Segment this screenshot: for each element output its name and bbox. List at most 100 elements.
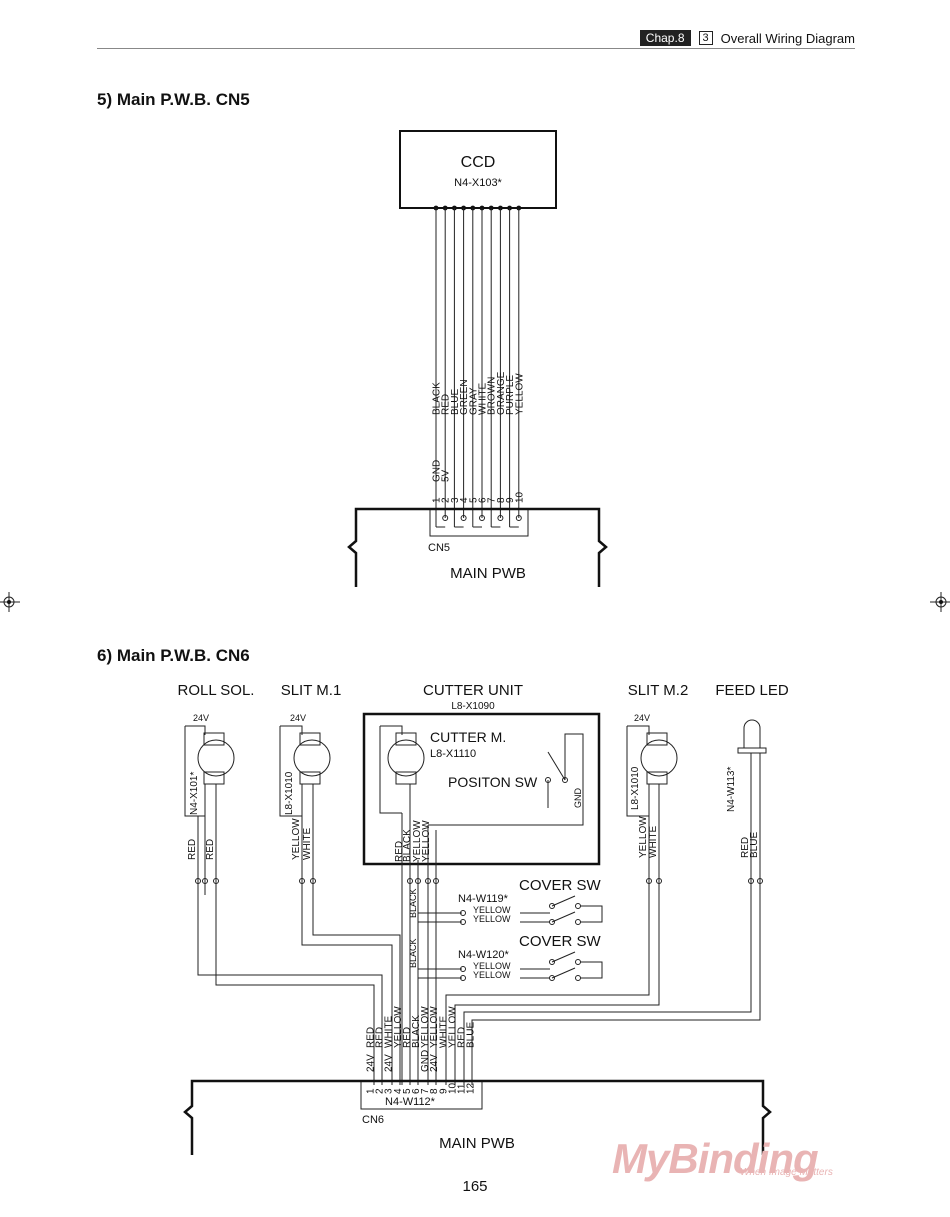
- section-number: 3: [698, 31, 713, 45]
- cn5-heading: 5) Main P.W.B. CN5: [97, 90, 250, 109]
- roll-sol-voltage: 24V: [193, 713, 209, 723]
- cn6-bottom-wire-label: YELLOW: [429, 1006, 440, 1048]
- cn6-pin-number: 5: [402, 1088, 413, 1094]
- cover-sw-2-wire-1: YELLOW: [473, 961, 511, 971]
- registration-mark-right: [930, 592, 950, 612]
- cn5-board-label: MAIN PWB: [450, 565, 526, 582]
- wire-tap: [202, 878, 208, 884]
- cn5-pin-number: 4: [459, 497, 470, 503]
- cn5-wire-color: GRAY: [468, 387, 479, 415]
- cn5-wires: [433, 205, 522, 528]
- slit-m2-motor: 24V L8-X1010: [626, 713, 678, 817]
- cn5-pin-number: 7: [487, 497, 498, 503]
- slit-m1-voltage: 24V: [290, 713, 306, 723]
- slit-m2-voltage: 24V: [634, 713, 650, 723]
- cutter-unit-box: CUTTER M. L8-X1110 POSITON SW GND: [362, 712, 601, 866]
- wire-tap: [656, 878, 662, 884]
- cn5-wire-color: BLUE: [450, 389, 461, 415]
- cn6-pin-number: 8: [429, 1088, 440, 1094]
- page-header: Chap.8 3 Overall Wiring Diagram: [639, 30, 855, 46]
- cn6-bottom-wire-label: RED: [366, 1027, 377, 1048]
- cn6-pin-number: 7: [420, 1088, 431, 1094]
- cn6-bottom-wire-label: YELLOW: [393, 1006, 404, 1048]
- cn6-board-label: MAIN PWB: [439, 1135, 515, 1152]
- feed-led-wire-label: RED: [740, 837, 751, 858]
- wire-tap: [299, 878, 305, 884]
- cn5-pin-signal: 5V: [441, 469, 452, 482]
- cn6-harness-label: N4-W112*: [385, 1096, 436, 1108]
- feed-led: N4-W113*: [726, 719, 767, 812]
- roll-sol-wire-label: RED: [187, 839, 198, 860]
- page-number: 165: [462, 1178, 488, 1195]
- cutter-unit-wire-label: YELLOW: [421, 820, 432, 862]
- watermark-logo: MyBinding: [612, 1135, 819, 1182]
- cn6-bottom-wire-label: WHITE: [438, 1015, 449, 1048]
- cn6-pin-number: 9: [438, 1088, 449, 1094]
- cn6-bottom-wire-label: WHITE: [384, 1015, 395, 1048]
- cn5-wire-color: RED: [441, 394, 452, 415]
- wire-tap: [748, 878, 754, 884]
- cutter-motor-label: CUTTER M.: [430, 729, 506, 745]
- cn6-pin-signal: 24V: [366, 1054, 377, 1072]
- cover-sw-1-title: COVER SW: [519, 877, 602, 894]
- cn5-pin-number: 8: [496, 497, 507, 503]
- slit-m1-wire-label: YELLOW: [291, 818, 302, 860]
- cn5-wire-color: BROWN: [487, 377, 498, 415]
- cn5-pin-number: 9: [505, 497, 516, 503]
- cn6-pin-number: 6: [411, 1088, 422, 1094]
- registration-mark-left: [0, 592, 20, 612]
- cn5-color-labels: BLACKREDBLUEGREENGRAYWHITEBROWNORANGEPUR…: [432, 371, 526, 415]
- feed-led-wire-label: BLUE: [749, 832, 760, 858]
- cn5-wire-color: PURPLE: [505, 375, 516, 415]
- wire-tap: [407, 878, 413, 884]
- cn6-connector-label: CN6: [362, 1114, 384, 1126]
- cn6-pin-number: 3: [384, 1088, 395, 1094]
- roll-sol-part: N4-X101*: [189, 772, 200, 815]
- cutter-unit-wire-label: YELLOW: [412, 820, 423, 862]
- slit-m1-title: SLIT M.1: [281, 682, 342, 699]
- slit-m1-part: L8-X1010: [284, 771, 295, 815]
- cn6-wire-taps: [195, 878, 763, 884]
- cover-sw-1-harness: BLACK: [408, 888, 418, 918]
- cn6-pin-number: 12: [466, 1082, 477, 1094]
- cn5-wire-color: ORANGE: [496, 371, 507, 415]
- cutter-gnd-label: GND: [573, 788, 583, 809]
- ccd-part: N4-X103*: [454, 177, 502, 189]
- position-switch-label: POSITON SW: [448, 774, 538, 790]
- cn6-pin-number: 2: [375, 1088, 386, 1094]
- cn6-bottom-wire-label: RED: [375, 1027, 386, 1048]
- cn5-pin-number: 2: [441, 497, 452, 503]
- slit-m2-wire-label: YELLOW: [638, 816, 649, 858]
- cn5-pin-number: 1: [432, 497, 443, 503]
- cn6-pin-number: 1: [366, 1088, 377, 1094]
- cn6-bottom-wire-label: YELLOW: [447, 1006, 458, 1048]
- cn5-pin-number: 5: [468, 497, 479, 503]
- cn5-connector-label: CN5: [428, 542, 450, 554]
- watermark-tagline: When Image Matters: [740, 1167, 833, 1178]
- cn5-wire-color: WHITE: [478, 382, 489, 415]
- cn6-main-pwb: MAIN PWB: [183, 1079, 772, 1155]
- ccd-box: CCD N4-X103*: [399, 130, 557, 209]
- cutter-unit-wire-label: RED: [394, 841, 405, 862]
- wire-tap: [433, 878, 439, 884]
- slit-m1-motor: 24V L8-X1010: [279, 713, 331, 817]
- cn5-pin-contact: [515, 515, 522, 521]
- wire-tap: [646, 878, 652, 884]
- cn6-pin-number: 11: [457, 1083, 468, 1094]
- cn6-wires: [197, 753, 761, 1085]
- cover-sw-2-wire-2: YELLOW: [473, 970, 511, 980]
- cn6-bottom-wire-label: BLACK: [411, 1015, 422, 1048]
- roll-sol-motor: 24V N4-X101*: [184, 713, 235, 817]
- cn5-pin-number: 3: [450, 497, 461, 503]
- cn6-bottom-wire-label: YELLOW: [420, 1006, 431, 1048]
- cn5-main-pwb: MAIN PWB: [347, 507, 608, 587]
- cn6-pin-signal: 24V: [384, 1054, 395, 1072]
- wire-tap: [415, 878, 421, 884]
- cutter-unit-part: L8-X1090: [451, 701, 495, 712]
- roll-sol-title: ROLL SOL.: [178, 682, 255, 699]
- cn5-pin-signal: GND: [432, 460, 443, 482]
- cn5-wire-color: GREEN: [459, 379, 470, 415]
